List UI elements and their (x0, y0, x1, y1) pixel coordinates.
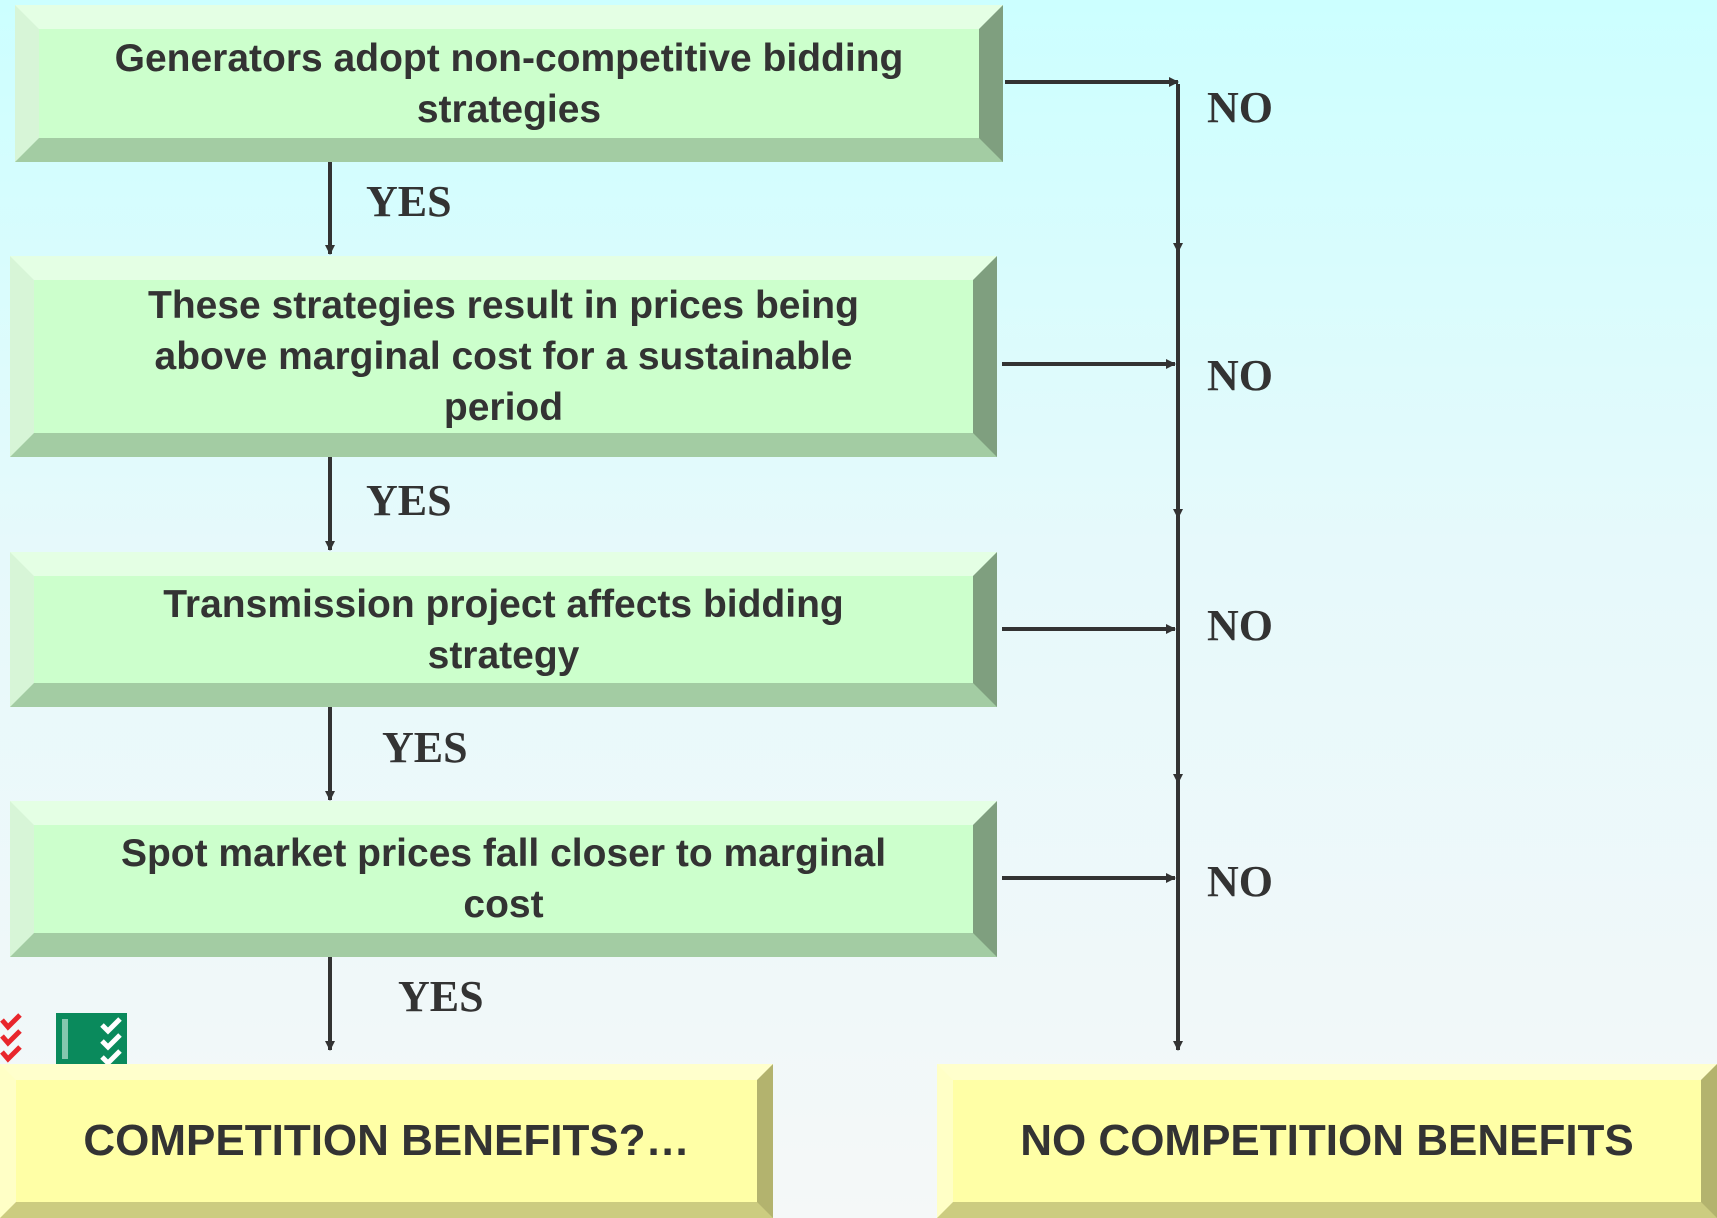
no-label-1: NO (1207, 83, 1273, 132)
yes-label-1: YES (366, 177, 452, 226)
outcome-box-yes: COMPETITION BENEFITS?… (0, 1064, 773, 1218)
decision-box-1: Generators adopt non-competitive bidding… (15, 5, 1003, 162)
outcome-text-no: NO COMPETITION BENEFITS (1020, 1116, 1634, 1165)
yes-label-4: YES (398, 972, 484, 1021)
green-checkmarks-icon (62, 1017, 122, 1067)
decision-box-3: Transmission project affects bidding str… (10, 552, 997, 707)
no-label-3: NO (1207, 601, 1273, 650)
decision-box-2: These strategies result in prices being … (10, 256, 997, 457)
decision-box-4: Spot market prices fall closer to margin… (10, 801, 997, 957)
red-checkmarks-logo (0, 1012, 22, 1064)
outcome-box-no: NO COMPETITION BENEFITS (937, 1064, 1717, 1218)
no-label-4: NO (1207, 857, 1273, 906)
outcome-text-yes: COMPETITION BENEFITS?… (83, 1116, 690, 1165)
decision-text-3: Transmission project affects bidding str… (163, 582, 844, 677)
yes-label-2: YES (366, 476, 452, 525)
red-checkmarks-icon (0, 1013, 22, 1063)
decision-text-1: Generators adopt non-competitive bidding… (114, 36, 904, 131)
yes-label-3: YES (382, 723, 468, 772)
decision-text-2: These strategies result in prices being … (148, 284, 859, 429)
green-checkmarks-logo (56, 1013, 127, 1067)
decision-text-4: Spot market prices fall closer to margin… (120, 832, 887, 926)
no-label-2: NO (1207, 351, 1273, 400)
